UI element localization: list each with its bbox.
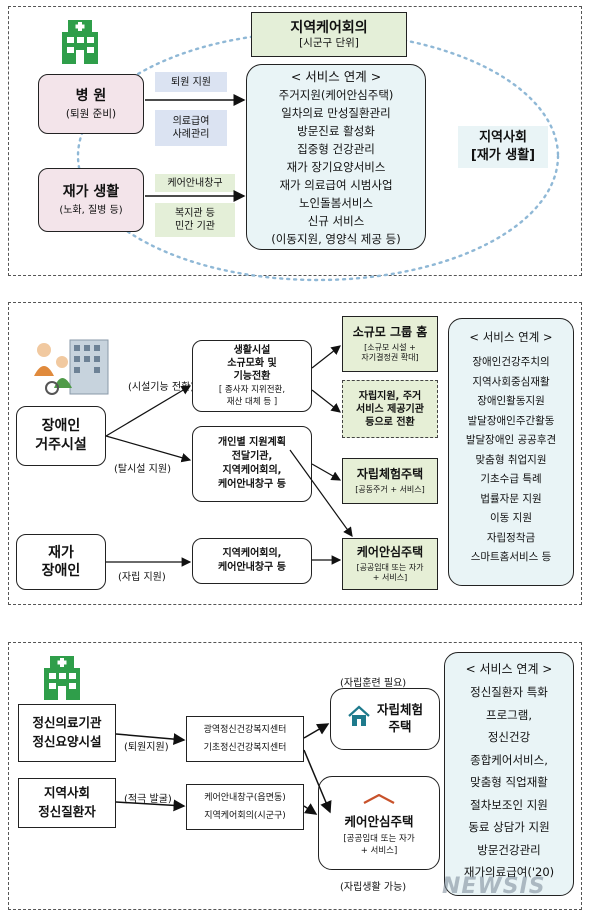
individual-plan-box: 개인별 지원계획 전달기관, 지역케어회의, 케어안내창구 등 — [192, 426, 312, 502]
council-box: 지역케어회의 [시군구 단위] — [251, 12, 407, 57]
label-function-convert: (시설기능 전환) — [128, 382, 195, 393]
service-item: 방문진료 활성화 — [297, 124, 375, 138]
center-item: 케어안내창구(읍면동) — [204, 793, 286, 803]
experience-home-box-3: 자립체험 주택 — [330, 688, 440, 750]
center-item: 광역정신건강복지센터 — [203, 725, 287, 735]
service-item: 재가의료급여('20) — [463, 865, 555, 879]
independence-support-box: 자립지원, 주거 서비스 제공기관 등으로 전환 — [342, 380, 438, 438]
hospital-icon-2 — [42, 656, 82, 700]
service-item: 재가 의료급여 시범사업 — [279, 178, 393, 192]
newsis-watermark: NEWSIS — [442, 874, 546, 899]
service-item: 절차보조인 지원 — [470, 797, 548, 812]
service-item: 발달장애인 공공후견 — [465, 434, 557, 446]
roof-icon — [362, 789, 396, 810]
service-item: 주거지원(케어안심주택) — [278, 88, 394, 102]
service-item: 지역사회중심재활 — [472, 375, 550, 388]
service-item: 정신질환자 특화 — [470, 685, 548, 699]
service-item: 노인돌봄서비스 — [298, 196, 374, 210]
label-medicaid-case: 의료급여 사례관리 — [155, 110, 227, 146]
home-living-title: 재가 생활 — [62, 183, 120, 200]
service-item: 집중형 건강관리 — [297, 142, 375, 156]
disabled-facility-box: 장애인 거주시설 — [16, 406, 106, 466]
center-item: 기초정신건강복지센터 — [203, 743, 287, 753]
label-discharge-support-3: (퇴원지원) — [124, 742, 169, 753]
community-patient-box: 지역사회 정신질환자 — [18, 778, 116, 828]
service-item: 맞춤형 직업재활 — [470, 775, 548, 789]
home-disabled-box: 재가 장애인 — [16, 534, 106, 590]
service-item: 재가 장기요양서비스 — [286, 160, 386, 174]
hospital-icon — [60, 20, 100, 64]
label-training-needed: (자립훈련 필요) — [340, 678, 407, 689]
label-discharge-support: 퇴원 지원 — [155, 72, 227, 92]
service-item: 장애인건강주치의 — [472, 356, 550, 368]
hospital-box: 병 원 (퇴원 준비) — [38, 74, 144, 134]
service-link-header: < 서비스 연계 > — [290, 69, 382, 84]
service-item: 방문건강관리 — [477, 842, 541, 857]
hospital-title: 병 원 — [75, 87, 107, 104]
service-item: 정신건강 — [487, 730, 531, 744]
group-home-box: 소규모 그룹 홈 [소규모 시설 + 자기결정권 확대] — [342, 316, 438, 372]
label-welfare-private: 복지관 등 민간 기관 — [155, 203, 235, 237]
service-item: 맞춤형 취업지원 — [475, 453, 547, 466]
service-item: (이동지원, 영양식 제공 등) — [271, 232, 401, 246]
people-building-illustration — [30, 336, 114, 398]
service-item: 기초수급 특례 — [480, 473, 542, 485]
label-independent-support: (자립 지원) — [118, 572, 166, 583]
mental-institution-box: 정신의료기관 정신요양시설 — [18, 704, 116, 762]
service-item: 신규 서비스 — [307, 214, 365, 228]
service-item: 프로그램, — [486, 707, 532, 722]
home-living-box: 재가 생활 (노화, 질병 등) — [38, 168, 144, 232]
label-care-guide-window: 케어안내창구 — [155, 174, 235, 192]
label-independent-possible: (자립생활 가능) — [340, 882, 407, 893]
function-convert-box: 생활시설 소규모화 및 기능전환 [ 종사자 지위전환, 재산 대체 등 ] — [192, 340, 312, 412]
council-title: 지역케어회의 — [290, 19, 368, 36]
label-active-discovery: (적극 발굴) — [124, 794, 172, 805]
service-item: 이동 지원 — [490, 512, 532, 524]
safe-home-box: 케어안심주택 [공공임대 또는 자가 + 서비스] — [342, 538, 438, 590]
care-council-box: 지역케어회의, 케어안내창구 등 — [192, 538, 312, 584]
service-item: 자립정착금 — [486, 531, 536, 544]
service-item: 스마트홈서비스 등 — [470, 551, 552, 563]
home-living-subtitle: (노화, 질병 등) — [59, 205, 123, 217]
care-window-box: 케어안내창구(읍면동) 지역케어회의(시군구) — [186, 784, 304, 830]
service-item: 발달장애인주간활동 — [467, 414, 555, 427]
hospital-subtitle: (퇴원 준비) — [65, 107, 117, 120]
service-item: 법률자문 지원 — [480, 492, 542, 505]
service-item: 종합케어서비스, — [470, 752, 548, 767]
center-item: 지역케어회의(시군구) — [204, 811, 286, 821]
label-deinstitution: (탈시설 지원) — [114, 464, 171, 475]
community-label: 지역사회 [재가 생활] — [458, 126, 548, 168]
service-item: 장애인활동지원 — [477, 395, 545, 407]
service-item: 일차의료 만성질환관리 — [281, 106, 391, 120]
council-subtitle: [시군구 단위] — [299, 36, 359, 49]
service-item: 동료 상담가 지원 — [468, 820, 550, 834]
experience-home-box: 자립체험주택 [공동주거 + 서비스] — [342, 458, 438, 504]
house-icon — [347, 705, 371, 733]
safe-home-box-3: 케어안심주택 [공공임대 또는 자가 + 서비스] — [318, 776, 440, 870]
